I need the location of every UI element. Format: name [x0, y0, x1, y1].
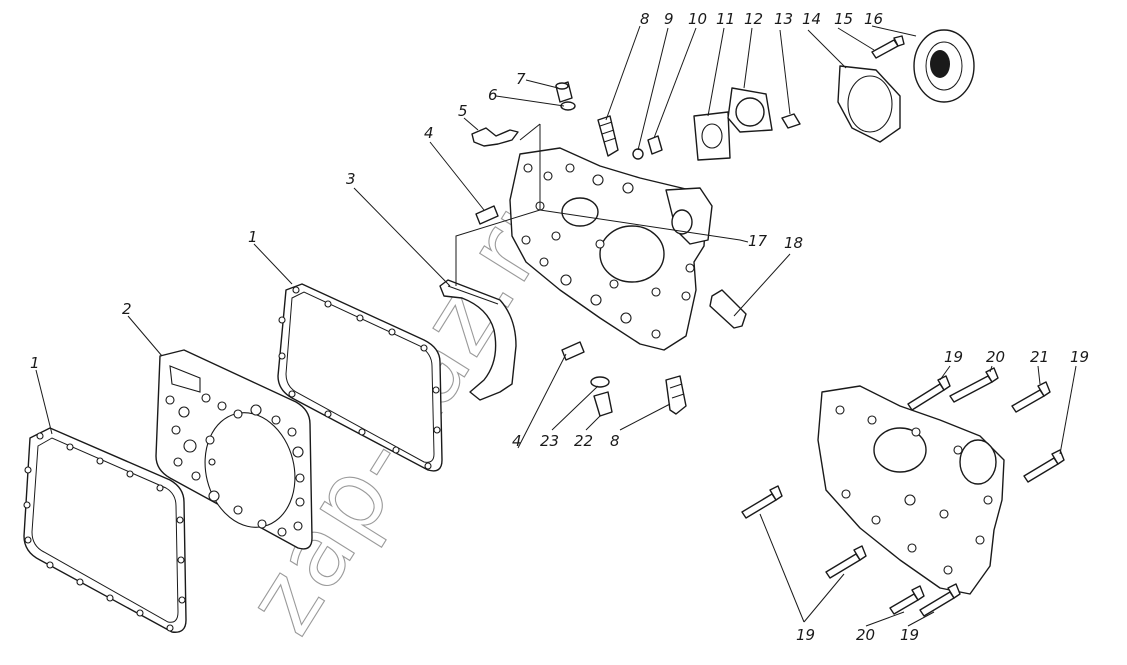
callout-17: 17 — [748, 232, 768, 250]
main-housing — [509, 147, 713, 351]
callout-19-bottom: 19 — [900, 626, 919, 644]
bolt-part-13 — [781, 113, 801, 129]
callout-8-upper: 8 — [640, 10, 650, 28]
dowel-pin-part-4-lower — [561, 341, 585, 361]
callout-10: 10 — [688, 10, 707, 28]
leader-lines — [35, 25, 1077, 627]
bolt-part-19-bottom — [919, 583, 961, 617]
bolt-part-21 — [1011, 381, 1051, 413]
bolt-part-19-left-upper — [741, 485, 783, 519]
callout-19-right: 19 — [1070, 348, 1089, 366]
callout-4-lower: 4 — [512, 432, 522, 450]
callout-18: 18 — [784, 234, 803, 252]
bearing-part-16 — [913, 29, 975, 103]
plate-2-small-holes — [165, 393, 305, 537]
callout-9: 9 — [664, 10, 674, 28]
callout-labels: 1 2 1 3 4 5 6 7 8 9 10 11 12 13 14 15 16… — [30, 10, 1089, 644]
dowel-pin-part-4-upper — [475, 205, 499, 225]
stud-part-8-lower — [665, 375, 687, 415]
stud-part-8-upper — [597, 115, 619, 157]
callout-22: 22 — [574, 432, 593, 450]
callout-1-rear: 1 — [248, 228, 258, 246]
callout-6: 6 — [488, 86, 498, 104]
bolt-part-15 — [871, 35, 905, 59]
plug-part-10 — [647, 135, 663, 155]
callout-14: 14 — [802, 10, 821, 28]
bolt-part-19-right — [1023, 449, 1065, 483]
plug-part-7 — [555, 81, 573, 103]
callout-11: 11 — [716, 10, 735, 28]
rear-housing — [817, 385, 1005, 595]
callout-4-upper: 4 — [424, 124, 434, 142]
callout-2: 2 — [122, 300, 132, 318]
callout-7: 7 — [516, 70, 526, 88]
callout-12: 12 — [744, 10, 763, 28]
bracket-part-3 — [439, 279, 517, 401]
callout-20-top: 20 — [986, 348, 1005, 366]
plug-part-22 — [593, 391, 613, 417]
callout-21: 21 — [1030, 348, 1049, 366]
callout-1-front: 1 — [30, 354, 40, 372]
callout-20-bottom: 20 — [856, 626, 875, 644]
sensor-part-18 — [709, 289, 747, 329]
bolt-part-19-left-lower — [825, 545, 867, 579]
cover-part-12 — [727, 87, 773, 133]
gasket-part-1-rear — [277, 283, 443, 472]
callout-19-top-left: 19 — [944, 348, 963, 366]
callout-5: 5 — [458, 102, 468, 120]
bolt-part-20-bottom — [889, 585, 925, 615]
callout-23: 23 — [540, 432, 559, 450]
gasket-part-1-front — [23, 427, 187, 633]
callout-13: 13 — [774, 10, 793, 28]
gasket-1-rear-bolt-holes — [278, 286, 441, 470]
callout-8-lower: 8 — [610, 432, 620, 450]
housing-bosses — [521, 163, 695, 339]
gasket-part-11 — [693, 111, 731, 161]
bolt-part-20-top — [949, 367, 999, 403]
plate-gasket-part-2 — [155, 349, 313, 550]
washer-part-9 — [632, 148, 644, 160]
bolt-part-19-top-left — [907, 375, 951, 411]
tube-part-5 — [471, 127, 519, 147]
callout-15: 15 — [834, 10, 853, 28]
callout-3: 3 — [346, 170, 356, 188]
rear-housing-bosses — [835, 405, 993, 575]
gasket-part-14 — [837, 65, 901, 143]
washer-part-23 — [590, 376, 610, 388]
callout-19-bottom-left: 19 — [796, 626, 815, 644]
gasket-1-bolt-holes — [23, 432, 186, 632]
callout-16: 16 — [864, 10, 883, 28]
